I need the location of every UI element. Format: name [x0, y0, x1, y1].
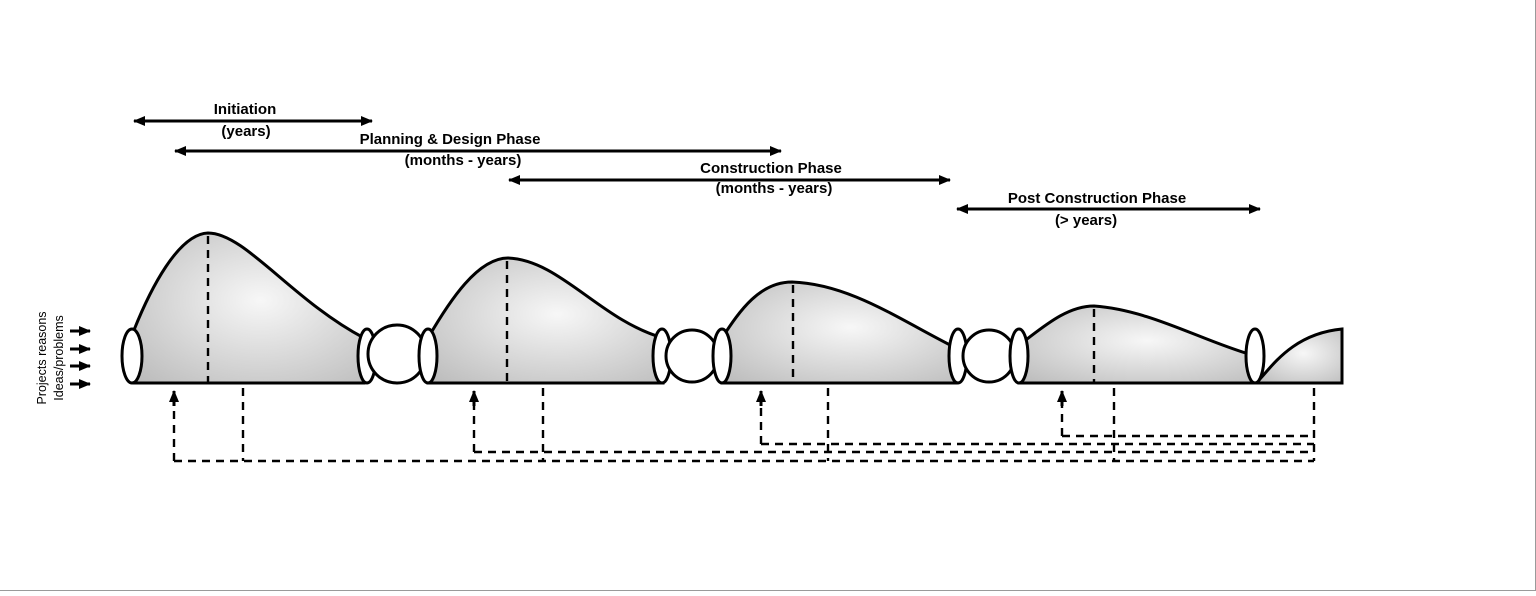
planning-label: Planning & Design Phase	[360, 131, 541, 148]
gate-ellipse	[417, 327, 439, 385]
gate-circle	[664, 328, 720, 384]
phase-gates	[120, 323, 1266, 385]
gate-circle	[961, 328, 1017, 384]
hill-initiation	[132, 231, 366, 385]
phase-planning-design: Planning & Design Phase (months - years)	[174, 131, 782, 169]
feedback-loops	[169, 388, 1316, 463]
peak-markers	[206, 236, 1096, 383]
gate-ellipse	[711, 327, 733, 385]
gate-ellipse	[1244, 327, 1266, 385]
projects-reasons-label: Projects reasons	[35, 311, 49, 404]
post-construction-label: Post Construction Phase	[1008, 190, 1186, 207]
project-inputs: Projects reasons Ideas/problems	[35, 311, 91, 405]
planning-duration: (months - years)	[405, 152, 522, 169]
ideas-problems-label: Ideas/problems	[52, 315, 66, 400]
hill-post-construction	[1017, 304, 1254, 385]
phase-initiation: Initiation (years)	[133, 101, 373, 140]
entry-gate-ellipse	[120, 327, 144, 385]
phase-construction: Construction Phase (months - years)	[508, 160, 951, 197]
initiation-duration: (years)	[221, 123, 270, 140]
initiation-label: Initiation	[214, 101, 277, 118]
phase-post-construction: Post Construction Phase (> years)	[956, 190, 1261, 229]
hill-operation-tail	[1252, 327, 1344, 385]
gate-ellipse	[1008, 327, 1030, 385]
hill-construction	[720, 280, 958, 385]
post-construction-duration: (> years)	[1055, 212, 1117, 229]
phase-hills	[132, 231, 1344, 385]
hill-planning-design	[426, 256, 665, 385]
gate-circle	[366, 323, 428, 385]
construction-label: Construction Phase	[700, 160, 842, 177]
construction-duration: (months - years)	[716, 180, 833, 197]
